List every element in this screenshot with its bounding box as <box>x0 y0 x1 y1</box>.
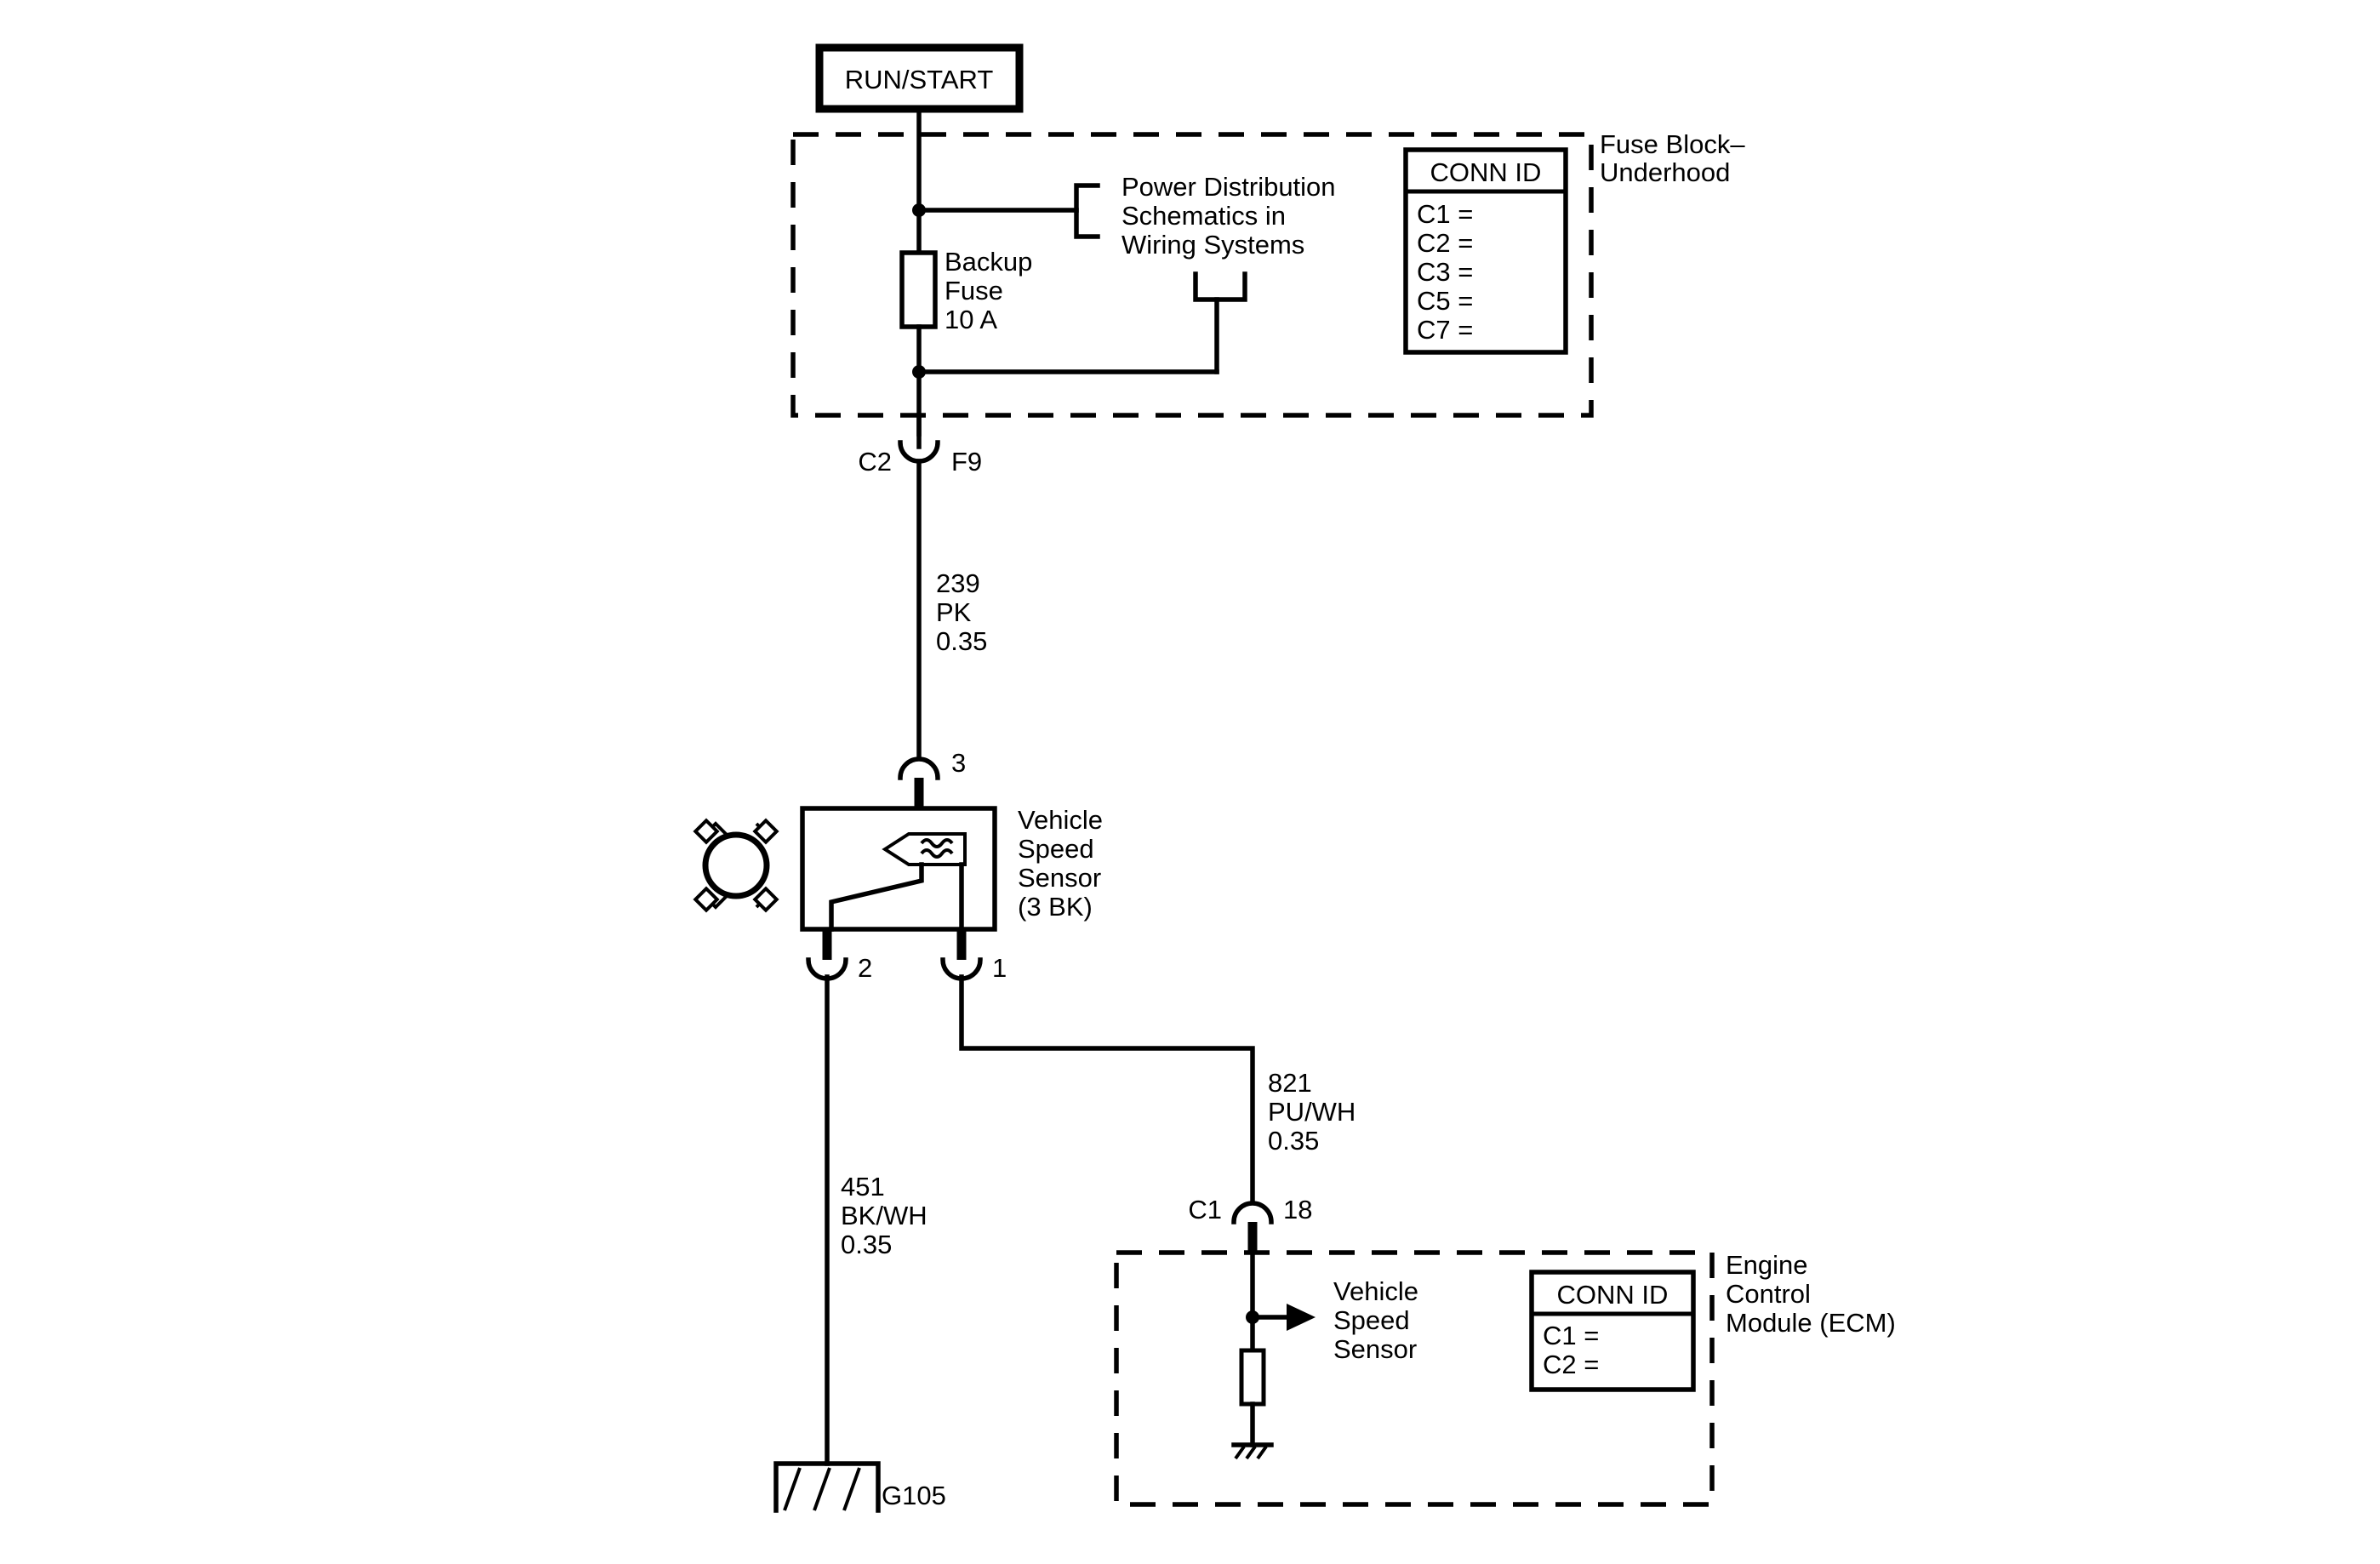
c1-connector-symbol <box>1231 1201 1274 1224</box>
power-distribution-line3: Wiring Systems <box>1122 230 1304 260</box>
run-start-box: RUN/START <box>815 43 1024 113</box>
wire-451-color: BK/WH <box>841 1201 927 1230</box>
wire-821-color: PU/WH <box>1268 1097 1356 1127</box>
fuse-label-line3: 10 A <box>945 305 997 334</box>
backup-fuse-symbol <box>899 250 938 329</box>
ecm-signal-line3: Sensor <box>1333 1334 1417 1364</box>
fuse-label-line2: Fuse <box>945 276 1003 305</box>
fuse-conn-id-row: C5 = <box>1417 286 1473 316</box>
ecm-conn-id-row: C2 = <box>1543 1350 1599 1379</box>
ground-g105-icon <box>773 1461 881 1513</box>
pin1-label: 1 <box>992 953 1007 983</box>
sensor-label-line2: Speed <box>1018 834 1094 864</box>
fuse-conn-id-row: C2 = <box>1417 228 1473 258</box>
power-distribution-line1: Power Distribution <box>1122 172 1336 202</box>
wire-821 <box>959 974 1255 1202</box>
wire-239-size: 0.35 <box>936 626 987 656</box>
fuse-label-line1: Backup <box>945 247 1032 277</box>
c1-connector-left-label: C1 <box>1188 1195 1222 1224</box>
wire-821-size: 0.35 <box>1268 1126 1319 1156</box>
ecm-pullup-resistor <box>1239 1348 1266 1407</box>
sensor-internal-lead-left <box>829 862 924 932</box>
wire-451-circuit: 451 <box>841 1172 885 1202</box>
ecm-signal-line1: Vehicle <box>1333 1276 1418 1306</box>
sensor-label-line1: Vehicle <box>1018 805 1103 835</box>
sensor-wave-icon <box>920 838 954 859</box>
sensor-label-line3: Sensor <box>1018 863 1101 893</box>
fuse-conn-id-row: C7 = <box>1417 315 1473 345</box>
fuse-block-conn-id-table: CONN ID C1 = C2 = C3 = C5 = C7 = <box>1403 147 1568 355</box>
pin3-connector-symbol <box>898 756 940 780</box>
wire-239-color: PK <box>936 597 972 627</box>
wire-239-circuit: 239 <box>936 568 980 598</box>
fuse-block-title-line1: Fuse Block– <box>1600 129 1745 159</box>
fuse-block-enclosure <box>790 132 1594 418</box>
power-distribution-bracket <box>1074 183 1100 239</box>
sensor-element-icon <box>882 832 967 866</box>
power-distribution-line2: Schematics in <box>1122 201 1286 231</box>
c2-connector-right-label: F9 <box>951 447 982 477</box>
run-start-label: RUN/START <box>845 65 994 94</box>
fuse-conn-id-header: CONN ID <box>1430 157 1542 187</box>
c1-connector-right-label: 18 <box>1283 1195 1312 1224</box>
sensor-mount-icon <box>693 818 779 913</box>
ecm-conn-id-row: C1 = <box>1543 1321 1599 1350</box>
ecm-title-line2: Control <box>1726 1279 1811 1309</box>
ecm-conn-id-header: CONN ID <box>1557 1280 1669 1310</box>
ecm-conn-id-table: CONN ID C1 = C2 = <box>1529 1270 1696 1392</box>
sensor-label-line4: (3 BK) <box>1018 892 1093 922</box>
c2-connector-left-label: C2 <box>858 447 892 477</box>
ecm-signal-line2: Speed <box>1333 1305 1410 1335</box>
fuse-conn-id-row: C3 = <box>1417 257 1473 287</box>
fuse-conn-id-row: C1 = <box>1417 199 1473 229</box>
pin2-label: 2 <box>858 953 872 983</box>
ecm-ground-icon <box>1231 1442 1274 1460</box>
wire-451-size: 0.35 <box>841 1230 892 1259</box>
arrow-right-icon <box>1287 1304 1316 1331</box>
ecm-title-line1: Engine <box>1726 1250 1808 1280</box>
ecm-enclosure <box>1114 1250 1715 1507</box>
splice-dot-lower <box>912 365 926 379</box>
ecm-title-line3: Module (ECM) <box>1726 1308 1896 1338</box>
ground-label: G105 <box>882 1481 946 1510</box>
wire-821-circuit: 821 <box>1268 1068 1312 1098</box>
pin3-label: 3 <box>951 748 966 778</box>
fuse-block-title-line2: Underhood <box>1600 157 1730 187</box>
power-distribution-return-bracket <box>1193 271 1247 302</box>
